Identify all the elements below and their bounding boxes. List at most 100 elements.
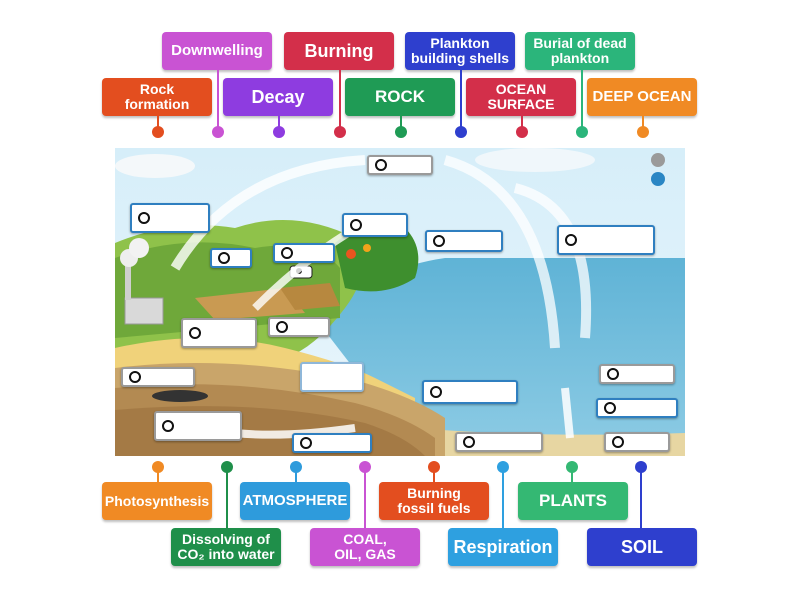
cloud: [115, 154, 195, 178]
pin-line: [571, 467, 573, 483]
label-ocean-surface[interactable]: OCEAN SURFACE: [466, 78, 576, 116]
factory: [125, 298, 163, 324]
label-text: COAL, OIL, GAS: [334, 532, 395, 561]
pin-ring-icon: [604, 402, 616, 414]
factory-chimney: [125, 266, 131, 300]
drop-box[interactable]: [210, 248, 252, 268]
side-control-gray[interactable]: [651, 153, 665, 167]
pin-line: [226, 467, 228, 529]
label-text: PLANTS: [539, 492, 607, 510]
drop-box[interactable]: [292, 433, 372, 453]
drop-box[interactable]: [596, 398, 678, 418]
label-dissolving-co2[interactable]: Dissolving of CO₂ into water: [171, 528, 281, 566]
label-text: Rock formation: [125, 82, 190, 111]
label-text: OCEAN SURFACE: [488, 82, 555, 111]
pin-line: [339, 70, 341, 132]
pin-ring-icon: [300, 437, 312, 449]
pin-dot: [152, 126, 164, 138]
smoke: [129, 238, 149, 258]
drop-box[interactable]: [342, 213, 408, 237]
drop-box[interactable]: [268, 317, 330, 337]
label-plankton-building-shells[interactable]: Plankton building shells: [405, 32, 515, 70]
label-soil[interactable]: SOIL: [587, 528, 697, 566]
label-text: DEEP OCEAN: [593, 89, 692, 105]
label-text: Dissolving of CO₂ into water: [177, 532, 274, 561]
pin-dot: [334, 126, 346, 138]
pin-line: [640, 467, 642, 529]
fire: [363, 244, 371, 252]
pin-line: [433, 467, 435, 483]
label-burning[interactable]: Burning: [284, 32, 394, 70]
pin-line: [295, 467, 297, 483]
drop-box[interactable]: [422, 380, 518, 404]
label-text: Photosynthesis: [105, 494, 209, 509]
label-text: ROCK: [375, 88, 425, 106]
label-plants[interactable]: PLANTS: [518, 482, 628, 520]
label-text: Plankton building shells: [411, 36, 509, 65]
drop-box[interactable]: [154, 411, 242, 441]
pin-line: [157, 467, 159, 483]
fire: [346, 249, 356, 259]
pin-dot: [637, 126, 649, 138]
pin-ring-icon: [463, 436, 475, 448]
label-deep-ocean[interactable]: DEEP OCEAN: [587, 78, 697, 116]
pin-line: [217, 70, 219, 132]
label-text: Decay: [251, 88, 304, 107]
pin-dot: [576, 126, 588, 138]
drop-box[interactable]: [599, 364, 675, 384]
pin-dot: [395, 126, 407, 138]
pin-ring-icon: [430, 386, 442, 398]
label-text: Respiration: [453, 538, 552, 557]
label-downwelling[interactable]: Downwelling: [162, 32, 272, 70]
label-decay[interactable]: Decay: [223, 78, 333, 116]
pin-dot: [516, 126, 528, 138]
pin-ring-icon: [375, 159, 387, 171]
pin-dot: [212, 126, 224, 138]
drop-box[interactable]: [121, 367, 195, 387]
label-text: Downwelling: [171, 43, 263, 59]
arrow: [565, 388, 570, 438]
pin-line: [460, 70, 462, 132]
pin-ring-icon: [189, 327, 201, 339]
drop-box[interactable]: [425, 230, 503, 252]
label-atmosphere[interactable]: ATMOSPHERE: [240, 482, 350, 520]
label-respiration[interactable]: Respiration: [448, 528, 558, 566]
label-text: Burial of dead plankton: [533, 36, 626, 65]
drop-box[interactable]: [367, 155, 433, 175]
pin-ring-icon: [138, 212, 150, 224]
label-photosynthesis[interactable]: Photosynthesis: [102, 482, 212, 520]
drop-box[interactable]: [273, 243, 335, 263]
pin-line: [364, 467, 366, 529]
pin-line: [502, 467, 504, 529]
cloud: [475, 148, 595, 172]
label-rock[interactable]: ROCK: [345, 78, 455, 116]
pin-ring-icon: [129, 371, 141, 383]
drop-box[interactable]: [130, 203, 210, 233]
drop-box[interactable]: [604, 432, 670, 452]
label-text: ATMOSPHERE: [243, 493, 348, 509]
pin-ring-icon: [565, 234, 577, 246]
pin-ring-icon: [350, 219, 362, 231]
label-coal-oil-gas[interactable]: COAL, OIL, GAS: [310, 528, 420, 566]
pin-ring-icon: [162, 420, 174, 432]
pin-ring-icon: [612, 436, 624, 448]
pin-ring-icon: [218, 252, 230, 264]
label-burning-fossil-fuels[interactable]: Burning fossil fuels: [379, 482, 489, 520]
pin-dot: [273, 126, 285, 138]
label-text: Burning: [305, 42, 374, 61]
pin-ring-icon: [281, 247, 293, 259]
drop-box[interactable]: [557, 225, 655, 255]
fossil-fuel-deposit: [152, 390, 208, 402]
pin-ring-icon: [607, 368, 619, 380]
drop-box[interactable]: [181, 318, 257, 348]
label-text: SOIL: [621, 538, 663, 557]
label-text: Burning fossil fuels: [397, 486, 470, 515]
drop-box[interactable]: [455, 432, 543, 452]
label-burial-of-dead-plankton[interactable]: Burial of dead plankton: [525, 32, 635, 70]
pin-dot: [455, 126, 467, 138]
drop-box[interactable]: [300, 362, 364, 392]
side-control-blue[interactable]: [651, 172, 665, 186]
pin-line: [581, 70, 583, 132]
label-rock-formation[interactable]: Rock formation: [102, 78, 212, 116]
pin-ring-icon: [433, 235, 445, 247]
